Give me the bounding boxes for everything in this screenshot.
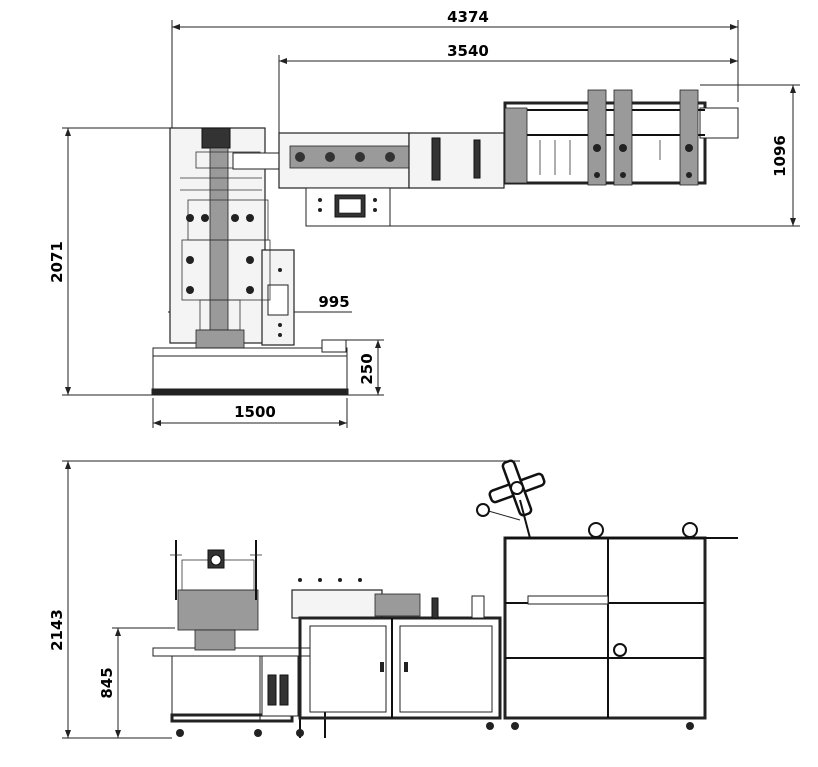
dimension-table-height: 845 <box>98 627 175 738</box>
dimension-label-995: 995 <box>318 293 349 311</box>
dimension-label-250: 250 <box>358 353 376 384</box>
dimension-base-depth: 250 <box>340 339 384 396</box>
dimension-label-1500: 1500 <box>234 403 276 421</box>
side-view: 2143 845 <box>48 459 738 739</box>
conveyor-top <box>232 132 505 227</box>
dimension-side-depth: 1096 <box>390 84 800 227</box>
dimension-total-height: 2143 <box>48 460 520 739</box>
reel-unwinder <box>476 459 546 539</box>
dimension-overall-length: 4374 <box>171 8 739 130</box>
dimension-total-depth: 2071 <box>48 127 180 396</box>
dimension-label-4374: 4374 <box>447 8 489 26</box>
cabinet-side <box>291 578 502 730</box>
top-view: 4374 3540 1096 2071 <box>48 8 800 428</box>
dimension-base-length: 1500 <box>152 398 348 428</box>
dimension-label-1096: 1096 <box>771 135 789 177</box>
dimension-label-3540: 3540 <box>447 42 489 60</box>
base-top <box>151 339 349 396</box>
dimension-label-845: 845 <box>98 667 116 698</box>
dimension-label-2071: 2071 <box>48 241 66 283</box>
right-unit-top <box>503 89 739 186</box>
dimension-label-2143: 2143 <box>48 609 66 651</box>
main-unit-side <box>152 540 349 738</box>
right-frame-side <box>503 522 738 730</box>
dimension-section-length: 3540 <box>278 42 738 135</box>
